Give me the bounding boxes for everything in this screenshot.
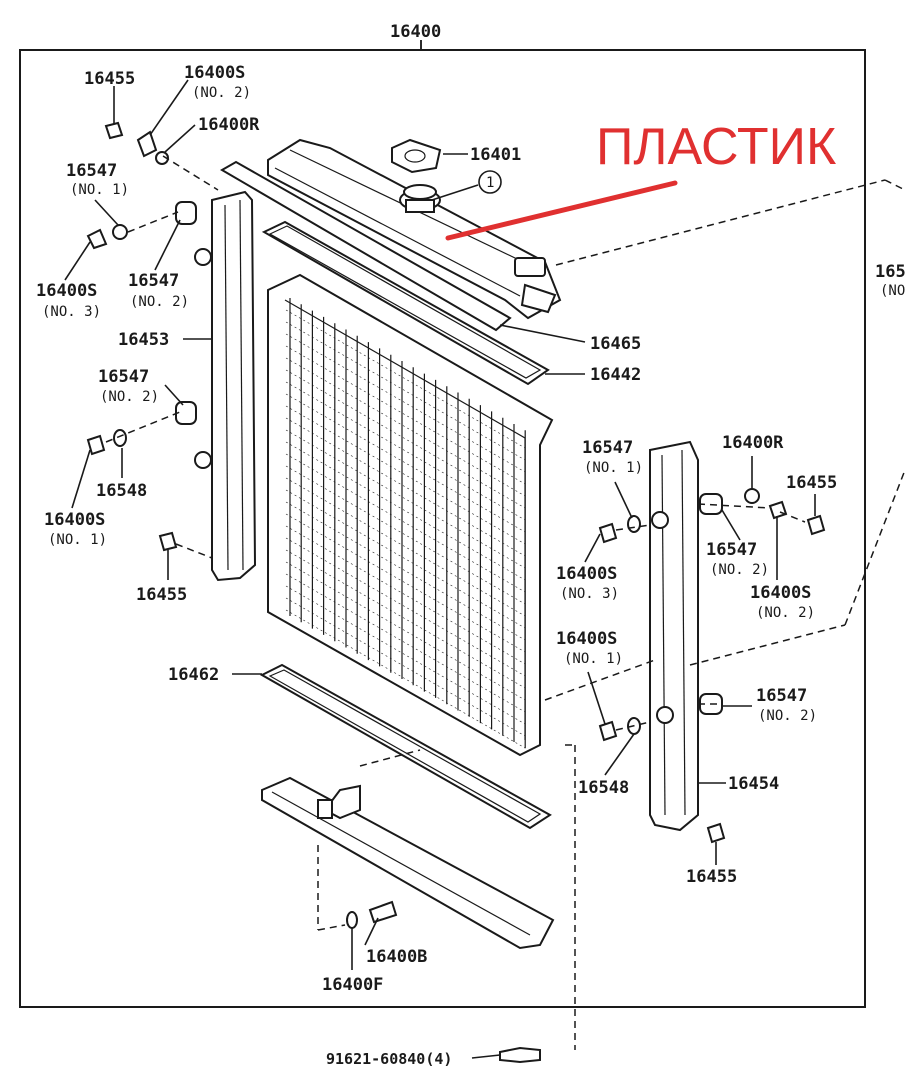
callout-16454: 16454	[728, 774, 779, 794]
core-fin	[285, 537, 526, 677]
drain-plug	[368, 900, 398, 924]
core-fin	[285, 549, 526, 689]
callout-16400s-no1-right: 16400S	[556, 629, 617, 649]
callout-16547-no2-left-lower: 16547	[98, 367, 149, 387]
left-side-bracket	[194, 190, 257, 582]
callout-16547-no2-left-lower-sub: (NO. 2)	[100, 389, 159, 405]
callout-16400s-no3-left: 16400S	[36, 281, 97, 301]
callout-16442: 16442	[590, 365, 641, 385]
callout-16400s-no2-right-sub: (NO. 2)	[756, 605, 815, 621]
upper-o-ring	[261, 220, 550, 386]
callout-16455-left: 16455	[136, 585, 187, 605]
core-fin	[285, 561, 526, 701]
core-fin	[285, 333, 526, 473]
callout-16548-right: 16548	[578, 778, 629, 798]
radiator-core	[267, 273, 554, 757]
callout-16547-no2-right-upper-sub: (NO. 2)	[710, 562, 769, 578]
core-fin	[285, 597, 526, 737]
core-fin	[285, 369, 526, 509]
core-fin	[285, 309, 526, 449]
callout-16548-left: 16548	[96, 481, 147, 501]
core-fin	[285, 573, 526, 713]
callout-16400b: 16400B	[366, 947, 427, 967]
callout-16400s-no2-top-sub: (NO. 2)	[192, 85, 251, 101]
callout-16455-right-top: 16455	[786, 473, 837, 493]
core-fin	[285, 321, 526, 461]
assembly-frame	[19, 49, 866, 1008]
callout-16400s-no1-left-sub: (NO. 1)	[48, 532, 107, 548]
callout-16547-no2-right-lower-sub: (NO. 2)	[758, 708, 817, 724]
callout-16547-no2-left-upper-sub: (NO. 2)	[130, 294, 189, 310]
core-fin	[285, 357, 526, 497]
reference-marker-number: 1	[486, 175, 494, 191]
callout-16455-top: 16455	[84, 69, 135, 89]
callout-16547-no1-right: 16547	[582, 438, 633, 458]
core-fin	[285, 393, 526, 533]
callout-16453: 16453	[118, 330, 169, 350]
callout-16547-no2-right-upper: 16547	[706, 540, 757, 560]
callout-16400r-top: 16400R	[198, 115, 260, 135]
core-fin	[285, 465, 526, 605]
callout-91621-60840: 91621-60840(4)	[326, 1050, 452, 1068]
core-fin	[285, 585, 526, 725]
callout-16547-no2-left-upper: 16547	[128, 271, 179, 291]
core-fin	[285, 453, 526, 593]
callouts: 16455 16400S (NO. 2) 16400R 16401 16547 …	[36, 63, 905, 1068]
core-fin	[285, 417, 526, 557]
upper-tank	[267, 138, 562, 320]
core-fin	[285, 513, 526, 653]
assembly-number: 16400	[390, 22, 441, 42]
callout-16401: 16401	[470, 145, 521, 165]
cap-seal	[391, 138, 442, 174]
lower-o-ring	[259, 663, 552, 830]
callout-16400f: 16400F	[322, 975, 383, 995]
core-fin	[285, 609, 526, 749]
annotation-pointer	[445, 180, 678, 241]
callout-16400s-no1-right-sub: (NO. 1)	[564, 651, 623, 667]
lower-tank	[261, 776, 555, 950]
core-fin	[285, 405, 526, 545]
callout-16465: 16465	[590, 334, 641, 354]
callout-16547-no2-right-lower: 16547	[756, 686, 807, 706]
core-fin	[285, 345, 526, 485]
callout-16547-no1-right-sub: (NO. 1)	[584, 460, 643, 476]
core-fin	[285, 501, 526, 641]
callout-16400s-no3-left-sub: (NO. 3)	[42, 304, 101, 320]
core-fin	[285, 381, 526, 521]
callout-16547-no1-left-sub: (NO. 1)	[70, 182, 129, 198]
callout-16547-no1-left: 16547	[66, 161, 117, 181]
reference-marker	[478, 170, 502, 194]
core-fin	[285, 441, 526, 581]
callout-16400r-right: 16400R	[722, 433, 784, 453]
core-fin	[285, 525, 526, 665]
core-fin	[285, 429, 526, 569]
callout-16400s-no1-left: 16400S	[44, 510, 105, 530]
right-side-bracket	[649, 440, 699, 832]
core-fin	[285, 477, 526, 617]
callout-16462: 16462	[168, 665, 219, 685]
callout-16400s-no3-right-sub: (NO. 3)	[560, 586, 619, 602]
radiator-cap	[399, 184, 441, 213]
callout-cut-number-sub: (NO	[880, 283, 905, 299]
annotation-text: ПЛАСТИК	[596, 118, 836, 176]
callout-cut-number: 165	[875, 262, 905, 282]
callout-16400s-no2-right: 16400S	[750, 583, 811, 603]
callout-16400s-no3-right: 16400S	[556, 564, 617, 584]
tank-gasket-strip	[220, 160, 512, 332]
callout-16455-right-bottom: 16455	[686, 867, 737, 887]
leader-lines	[64, 79, 905, 1059]
callout-16400s-no2-top: 16400S	[184, 63, 245, 83]
drain-gasket	[346, 911, 358, 929]
core-fin	[285, 489, 526, 629]
